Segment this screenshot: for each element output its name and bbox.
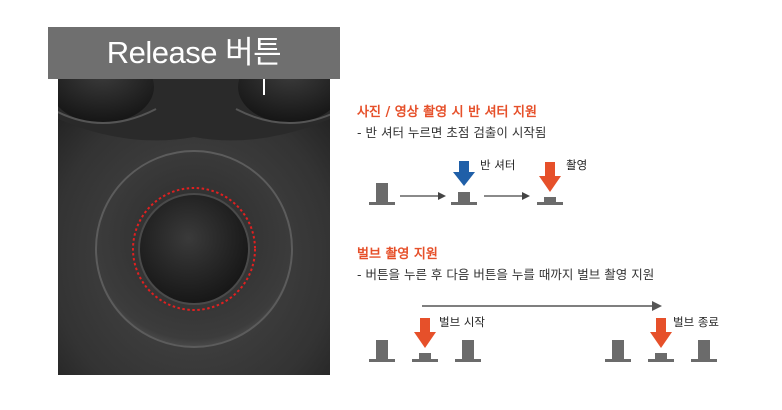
button-idle-icon: [605, 340, 631, 362]
bulb-start-arrow-icon: [414, 318, 436, 348]
button-idle-icon: [369, 340, 395, 362]
half-shutter-description: - 반 셔터 누르면 초점 검출이 시작됨: [357, 125, 547, 140]
half-shutter-label: 반 셔터: [480, 158, 516, 172]
button-idle-icon: [455, 340, 481, 362]
bulb-heading: 벌브 촬영 지원: [357, 247, 438, 262]
arrow-right-icon: [400, 192, 446, 200]
pointer-line: [263, 79, 265, 95]
timeline-arrow-icon: [422, 301, 662, 311]
bulb-description: - 버튼을 누른 후 다음 버튼을 누를 때까지 벌브 촬영 지원: [357, 267, 655, 282]
button-pressed-icon: [648, 353, 674, 362]
capture-label: 촬영: [566, 158, 588, 172]
bulb-end-label: 벌브 종료: [673, 315, 719, 329]
full-press-arrow-icon: [539, 162, 561, 192]
release-button-photo: [58, 79, 330, 375]
bulb-start-label: 벌브 시작: [439, 315, 485, 329]
button-idle-icon: [691, 340, 717, 362]
arrow-right-icon: [484, 192, 530, 200]
button-pressed-icon: [537, 197, 563, 205]
button-half-pressed-icon: [451, 192, 477, 205]
half-shutter-heading: 사진 / 영상 촬영 시 반 셔터 지원: [357, 105, 537, 120]
bulb-end-arrow-icon: [650, 318, 672, 348]
button-pressed-icon: [412, 353, 438, 362]
half-press-arrow-icon: [453, 161, 475, 186]
button-idle-icon: [369, 183, 395, 205]
title-banner: Release 버튼: [48, 27, 340, 79]
